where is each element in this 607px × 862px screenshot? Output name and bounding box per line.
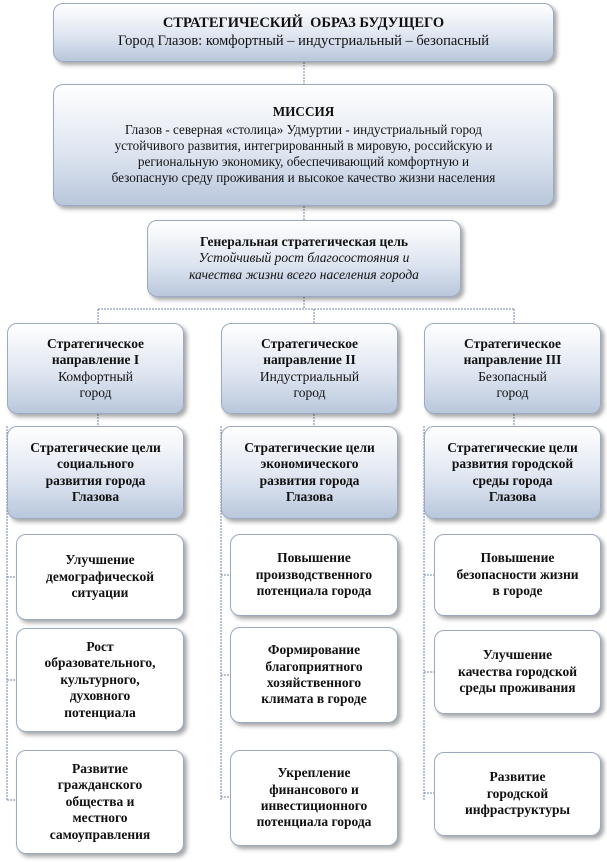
goals-line: экономического — [260, 456, 359, 472]
direction-heading-line: Стратегическое — [47, 335, 144, 351]
item-line: Формирование — [267, 642, 361, 658]
goals-line: развития города — [45, 472, 146, 488]
direction-3-item-3: Развитие городской инфраструктуры — [434, 752, 601, 836]
item-line: Укрепление — [277, 765, 351, 781]
direction-2-goals-box: Стратегические цели экономического разви… — [221, 426, 398, 519]
item-line: потенциала города — [256, 814, 372, 830]
general-goal-line: качества жизни всего населения города — [189, 266, 419, 282]
direction-1-item-3: Развитие гражданского общества и местног… — [16, 750, 184, 854]
direction-1-item-2: Рост образовательного, культурного, духо… — [16, 628, 184, 732]
direction-heading-line: Стратегическое — [464, 335, 561, 351]
goals-line: развития города — [259, 472, 360, 488]
direction-3-box: Стратегическое направление III Безопасны… — [424, 323, 601, 414]
item-line: инвестиционного — [260, 798, 368, 813]
general-goal-title: Генеральная стратегическая цель — [199, 233, 409, 249]
item-line: духовного — [69, 688, 131, 704]
goals-line: Стратегические цели — [244, 439, 375, 455]
mission-line: Глазов - северная «столица» Удмуртии - и… — [125, 121, 482, 137]
item-line: Улучшение — [482, 647, 553, 663]
mission-title: МИССИЯ — [272, 103, 335, 119]
item-line: культурного, — [60, 671, 140, 687]
goals-line: Глазова — [488, 488, 537, 504]
direction-3-item-2: Улучшение качества городской среды прожи… — [434, 630, 601, 714]
goals-line: развития городской — [451, 456, 574, 472]
item-line: потенциала города — [256, 583, 372, 599]
item-line: Развитие — [489, 769, 546, 785]
direction-1-item-1: Улучшение демографической ситуации — [16, 534, 184, 620]
direction-heading-line: Стратегическое — [261, 335, 358, 351]
item-line: демографической — [46, 568, 154, 584]
direction-1-box: Стратегическое направление I Комфортный … — [7, 323, 184, 414]
goals-line: Стратегические цели — [447, 439, 578, 455]
item-line: хозяйственного — [266, 675, 362, 690]
general-goal-box: Генеральная стратегическая цель Устойчив… — [147, 220, 461, 297]
item-line: финансового и — [269, 781, 359, 797]
item-line: инфраструктуры — [464, 802, 571, 818]
direction-heading-line: Индустриальный — [259, 368, 360, 384]
direction-heading-line: направление II — [263, 352, 356, 368]
item-line: среды проживания — [459, 680, 576, 696]
mission-line: региональную экономику, обеспечивающий к… — [137, 154, 470, 170]
item-line: образовательного, — [44, 655, 156, 671]
direction-heading-line: город — [293, 384, 326, 400]
item-line: Рост — [86, 638, 114, 654]
item-line: самоуправления — [49, 826, 151, 842]
direction-2-item-2: Формирование благоприятного хозяйственно… — [230, 627, 398, 723]
item-line: городской — [486, 785, 549, 801]
goals-line: Стратегические цели — [30, 439, 161, 455]
direction-3-goals-box: Стратегические цели развития городской с… — [424, 426, 601, 519]
general-goal-line: Устойчивый рост благосостояния и — [198, 250, 410, 266]
item-line: общества и — [65, 793, 135, 809]
item-line: Повышение — [480, 550, 555, 566]
vision-subtitle: Город Глазов: комфортный – индустриальны… — [118, 32, 489, 49]
direction-2-box: Стратегическое направление II Индустриал… — [221, 323, 398, 414]
item-line: безопасности жизни — [456, 566, 579, 582]
item-line: Улучшение — [65, 552, 135, 568]
direction-heading-line: город — [496, 384, 529, 400]
direction-2-item-1: Повышение производственного потенциала г… — [230, 534, 398, 616]
item-line: благоприятного — [265, 658, 363, 674]
mission-line: безопасную среду проживания и высокое ка… — [111, 170, 496, 186]
goals-line: Глазова — [71, 488, 120, 504]
mission-box: МИССИЯ Глазов - северная «столица» Удмур… — [53, 84, 554, 206]
vision-title: СТРАТЕГИЧЕСКИЙ ОБРАЗ БУДУЩЕГО — [162, 14, 445, 31]
item-line: гражданского — [57, 777, 143, 793]
item-line: производственного — [255, 566, 373, 582]
item-line: качества городской — [458, 663, 577, 679]
mission-line: устойчивого развития, интегрированный в … — [114, 137, 493, 153]
direction-heading-line: город — [79, 384, 112, 400]
direction-3-item-1: Повышение безопасности жизни в городе — [434, 534, 601, 616]
direction-heading-line: направление I — [51, 352, 140, 368]
goals-line: социального — [57, 456, 134, 472]
goals-line: среды города — [472, 472, 553, 488]
item-line: местного — [72, 810, 128, 826]
item-line: ситуации — [71, 585, 129, 601]
direction-heading-line: направление III — [463, 352, 562, 368]
direction-2-item-3: Укрепление финансового и инвестиционного… — [230, 750, 398, 846]
direction-heading-line: Безопасный — [478, 368, 547, 384]
direction-heading-line: Комфортный — [58, 368, 133, 384]
item-line: климата в городе — [261, 691, 367, 707]
item-line: Повышение — [277, 550, 351, 566]
vision-box: СТРАТЕГИЧЕСКИЙ ОБРАЗ БУДУЩЕГО Город Глаз… — [53, 3, 554, 62]
item-line: в городе — [492, 583, 543, 599]
goals-line: Глазова — [285, 488, 334, 504]
item-line: Развитие — [72, 760, 128, 776]
item-line: потенциала — [64, 704, 136, 720]
direction-1-goals-box: Стратегические цели социального развития… — [7, 426, 184, 519]
